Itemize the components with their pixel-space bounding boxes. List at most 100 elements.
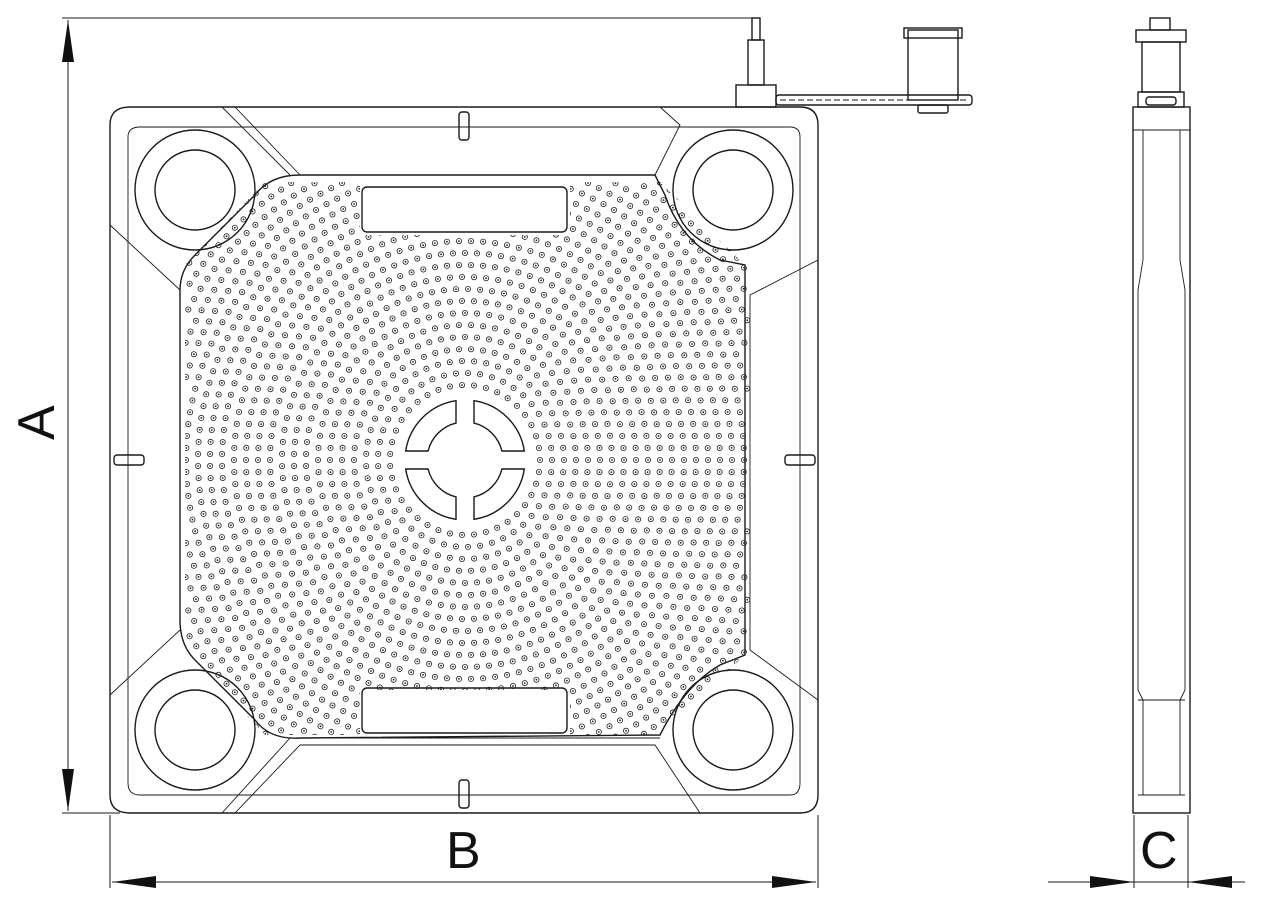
filter-hole	[591, 386, 598, 393]
filter-hole	[379, 672, 386, 679]
filter-hole	[597, 456, 604, 463]
filter-hole-center	[437, 278, 439, 280]
filter-hole	[626, 409, 633, 416]
filter-hole-center	[584, 435, 587, 437]
filter-hole	[307, 285, 314, 292]
filter-hole-center	[632, 388, 635, 391]
filter-hole-center	[627, 685, 629, 688]
filter-hole	[321, 574, 328, 581]
filter-hole-center	[597, 731, 600, 733]
filter-hole	[258, 200, 265, 207]
filter-hole-center	[260, 423, 262, 425]
filter-hole	[237, 578, 244, 585]
filter-hole	[408, 730, 415, 735]
filter-hole	[535, 503, 542, 510]
filter-hole	[727, 648, 734, 655]
filter-hole	[474, 687, 481, 694]
filter-hole-center	[422, 649, 425, 652]
filter-hole-center	[543, 688, 546, 691]
filter-hole	[738, 306, 745, 313]
filter-hole-center	[220, 279, 223, 281]
filter-hole-center	[688, 365, 691, 368]
filter-hole-center	[500, 601, 502, 604]
filter-hole-center	[641, 275, 643, 278]
filter-hole-center	[551, 546, 553, 548]
filter-hole-center	[581, 303, 584, 306]
filter-hole	[399, 548, 406, 555]
filter-hole-center	[493, 566, 496, 568]
filter-hole-center	[185, 459, 187, 461]
filter-hole-center	[491, 290, 493, 293]
filter-hole	[662, 700, 669, 707]
filter-hole	[440, 287, 447, 294]
filter-hole-center	[434, 352, 437, 354]
filter-hole	[455, 591, 462, 598]
filter-hole	[535, 390, 542, 397]
filter-hole	[195, 462, 202, 469]
filter-hole	[737, 728, 744, 735]
filter-hole-center	[499, 341, 502, 344]
filter-hole-center	[305, 453, 307, 455]
filter-hole	[443, 323, 450, 330]
filter-hole	[643, 245, 650, 252]
filter-hole	[397, 640, 404, 647]
filter-hole-center	[344, 698, 347, 700]
filter-hole-center	[730, 471, 733, 473]
filter-hole-center	[260, 234, 263, 237]
filter-hole	[524, 365, 531, 372]
filter-hole	[474, 334, 481, 341]
filter-hole	[691, 298, 698, 305]
filter-hole	[222, 498, 229, 505]
filter-hole	[366, 399, 373, 406]
filter-hole	[303, 590, 310, 597]
filter-hole	[328, 185, 335, 192]
filter-hole-center	[446, 349, 448, 352]
filter-hole-center	[654, 255, 657, 258]
filter-hole-center	[704, 423, 707, 425]
filter-hole-center	[233, 382, 236, 385]
filter-hole	[446, 699, 453, 706]
filter-hole-center	[623, 215, 626, 218]
filter-hole	[263, 597, 270, 604]
filter-hole	[574, 241, 581, 248]
filter-hole-center	[699, 249, 702, 252]
filter-hole-center	[361, 337, 364, 340]
filter-hole-center	[202, 405, 205, 407]
filter-hole-center	[254, 192, 257, 195]
filter-hole	[471, 555, 478, 562]
filter-hole	[594, 702, 601, 709]
filter-hole	[677, 593, 684, 600]
filter-hole-center	[323, 232, 326, 234]
filter-hole	[210, 211, 217, 218]
filter-hole-center	[213, 629, 216, 632]
filter-hole-center	[598, 447, 601, 449]
filter-hole-center	[646, 447, 649, 449]
filter-hole	[707, 351, 714, 358]
filter-hole-center	[497, 279, 499, 281]
filter-hole	[422, 278, 429, 285]
filter-hole	[676, 259, 683, 266]
filter-hole	[628, 580, 635, 587]
filter-hole	[234, 708, 241, 715]
filter-hole	[733, 698, 740, 705]
filter-hole-center	[291, 271, 294, 274]
filter-hole-center	[198, 489, 201, 491]
filter-hole-center	[522, 350, 524, 353]
filter-hole	[467, 675, 474, 682]
filter-hole-center	[395, 356, 398, 359]
filter-hole-center	[621, 306, 623, 309]
filter-hole	[279, 438, 286, 445]
filter-hole-center	[243, 251, 246, 254]
filter-hole-center	[395, 704, 398, 707]
filter-hole	[315, 469, 322, 476]
filter-hole	[213, 584, 220, 591]
filter-hole-center	[340, 681, 342, 684]
filter-hole	[570, 556, 577, 563]
filter-hole-center	[482, 592, 484, 595]
filter-hole-center	[488, 338, 490, 341]
filter-hole-center	[622, 551, 624, 554]
filter-hole-center	[284, 583, 286, 586]
filter-hole-center	[242, 558, 245, 561]
filter-hole-center	[455, 204, 457, 207]
filter-hole-center	[217, 393, 220, 396]
